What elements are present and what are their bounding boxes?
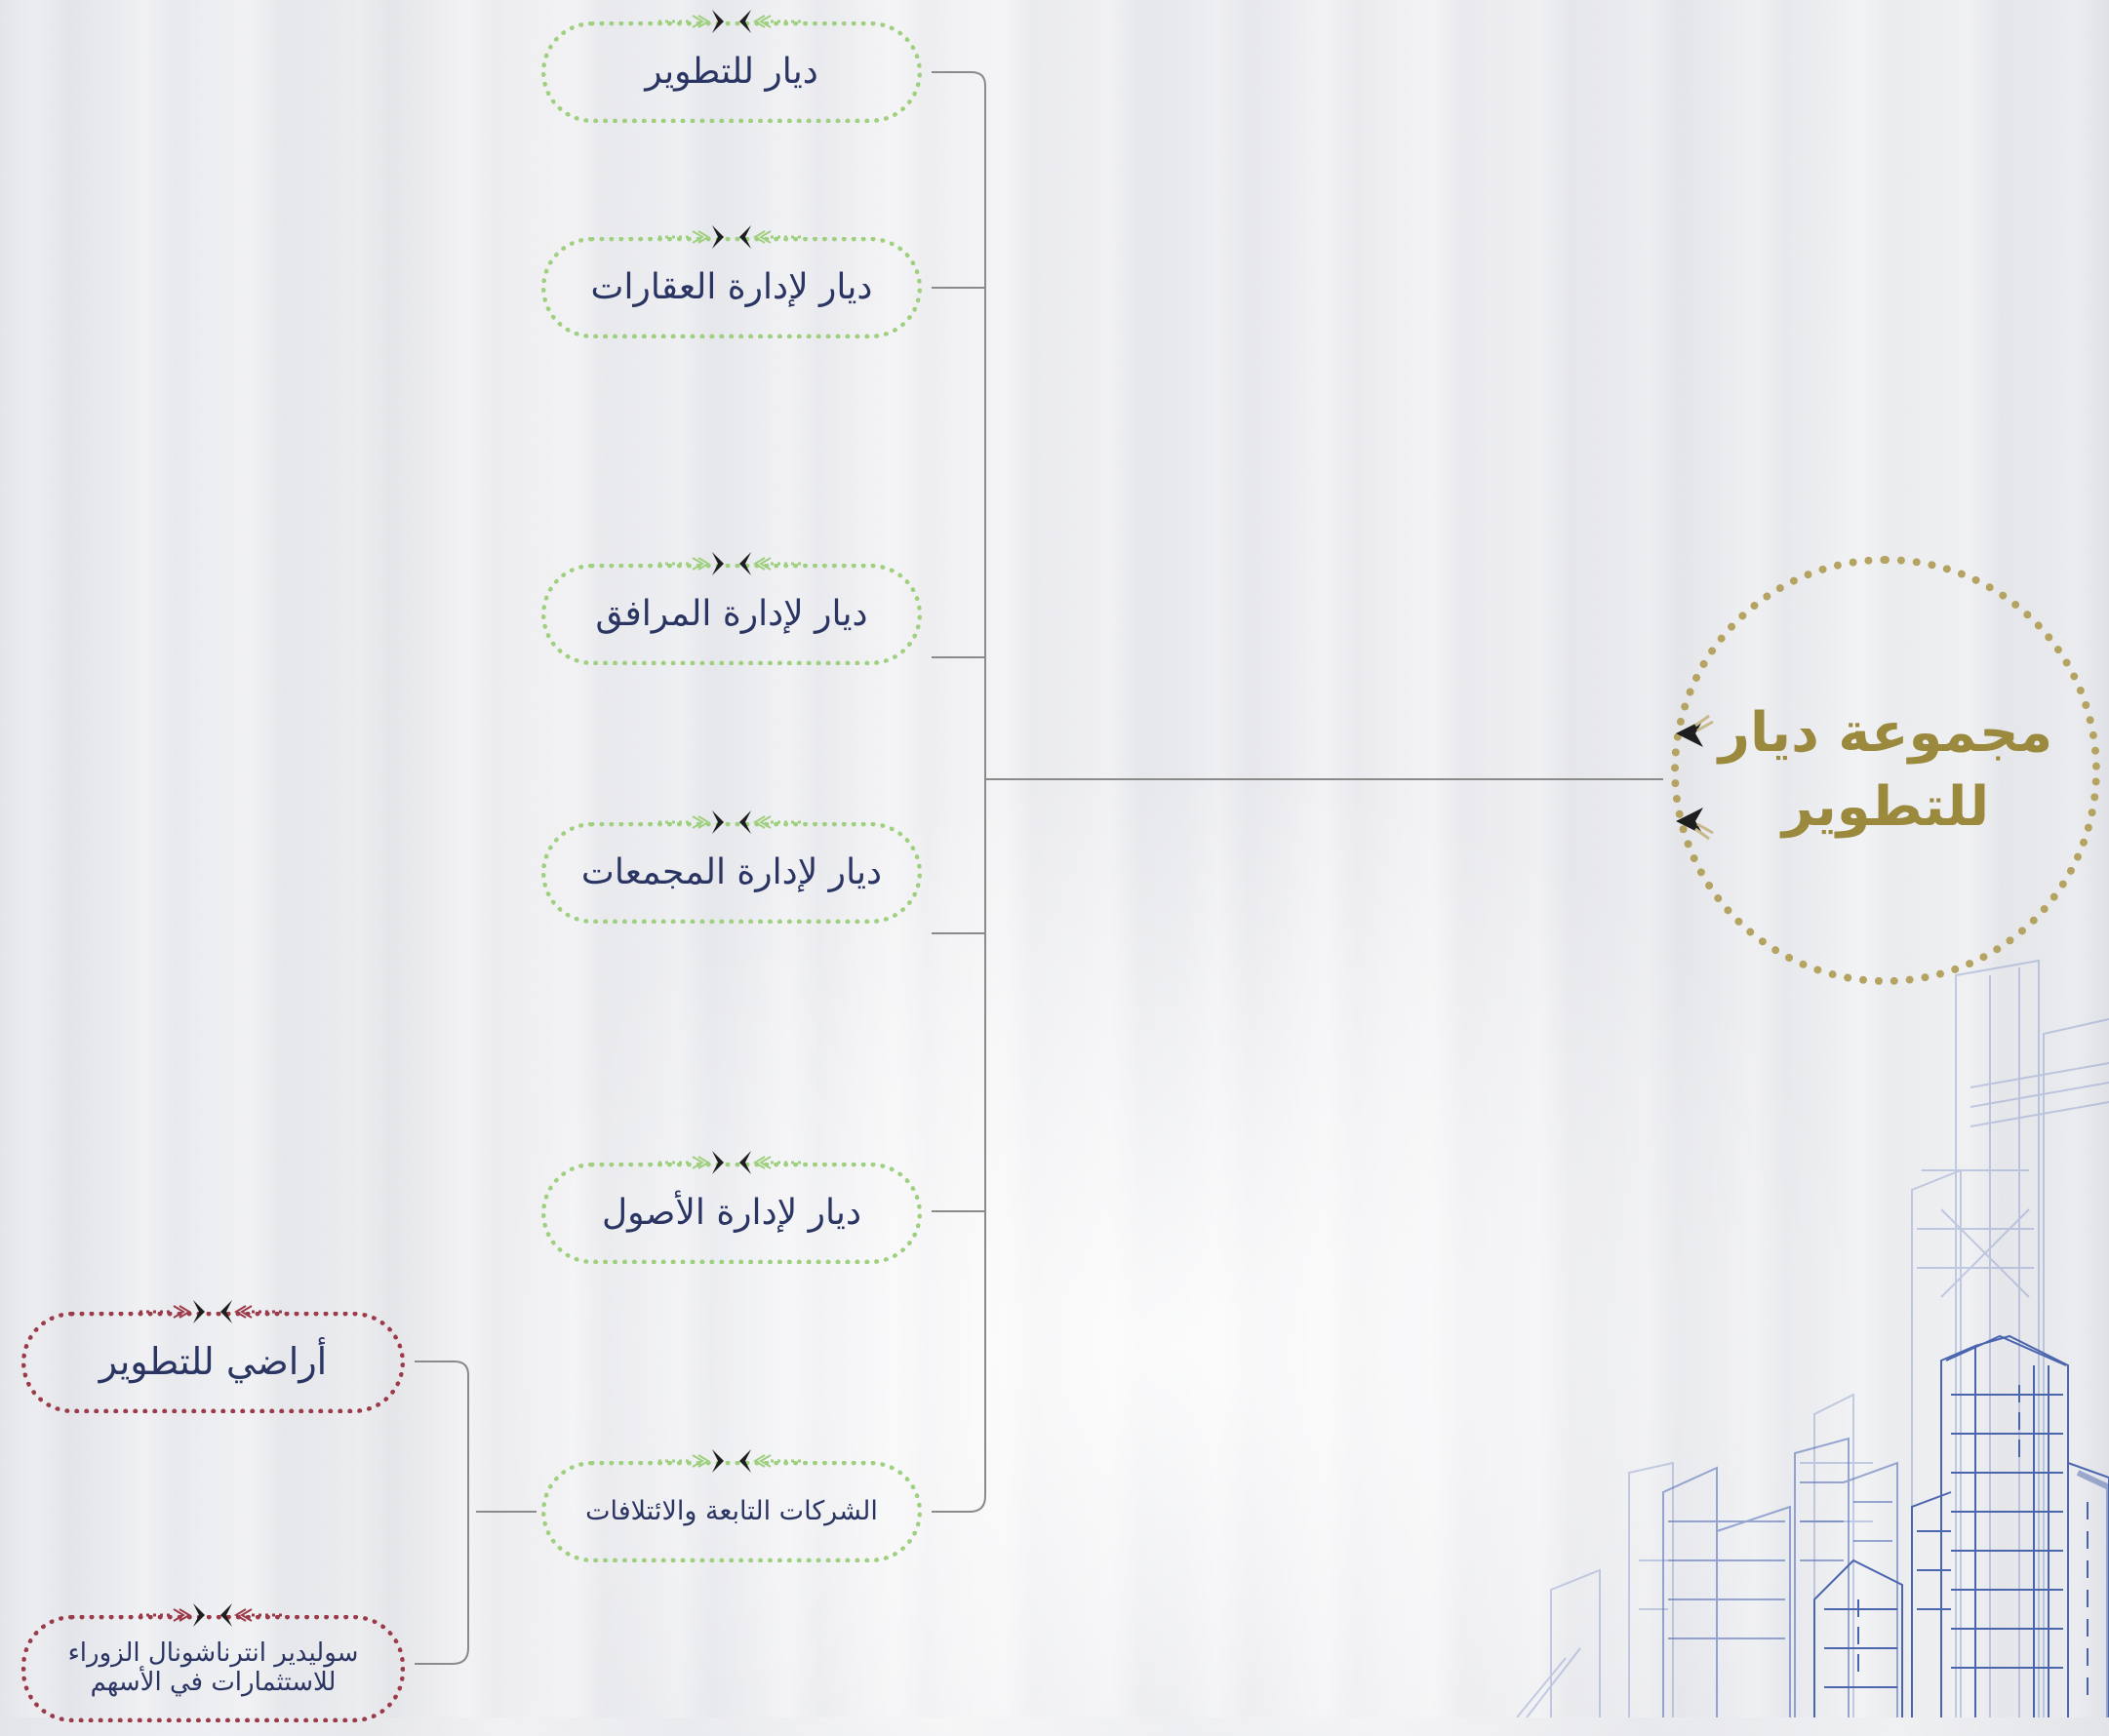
subsidiary-label: ديار لإدارة الأصول (602, 1193, 861, 1234)
subsidiary-label: ديار لإدارة المرافق (595, 594, 868, 635)
root-label: مجموعة ديار للتطوير (1718, 701, 2053, 839)
subsidiary-label: ديار للتطوير (645, 52, 818, 93)
affiliate-branch-1 (415, 1361, 469, 1376)
subsidiary-node-4[interactable]: ديار لإدارة المجمعات (541, 822, 922, 924)
subsidiary-label: الشركات التابعة والائتلافات (585, 1496, 878, 1527)
arrow-pair-1 (657, 8, 807, 35)
subsidiary-label: ديار لإدارة المجمعات (580, 852, 883, 893)
affiliate-node-1[interactable]: أراضي للتطوير (21, 1312, 405, 1413)
affiliate-label: سوليدير انترناشونال الزوراء للاستثمارات … (67, 1638, 359, 1697)
root-arrow-lower (1676, 808, 1714, 841)
subsidiary-node-1[interactable]: ديار للتطوير (541, 21, 922, 123)
arrow-pair-4 (657, 809, 807, 836)
root-node[interactable]: مجموعة ديار للتطوير (1671, 556, 2100, 985)
subsidiary-node-2[interactable]: ديار لإدارة العقارات (541, 237, 922, 338)
subsidiary-node-5[interactable]: ديار لإدارة الأصول (541, 1163, 922, 1264)
arrow-pair-7 (138, 1298, 288, 1325)
bus-vertical (932, 86, 986, 1513)
root-arrow-upper (1676, 714, 1714, 747)
arrow-pair-8 (138, 1601, 288, 1629)
affiliate-branch-2 (415, 1375, 469, 1665)
arrow-pair-6 (657, 1447, 807, 1475)
bus-top (932, 71, 986, 87)
arrow-pair-5 (657, 1149, 807, 1176)
subsidiary-node-6[interactable]: الشركات التابعة والائتلافات (541, 1461, 922, 1562)
affiliate-label: أراضي للتطوير (99, 1340, 328, 1384)
subsidiary-label: ديار لإدارة العقارات (590, 267, 873, 308)
arrow-pair-3 (657, 550, 807, 577)
subsidiary-node-3[interactable]: ديار لإدارة المرافق (541, 564, 922, 665)
arrow-pair-2 (657, 223, 807, 251)
